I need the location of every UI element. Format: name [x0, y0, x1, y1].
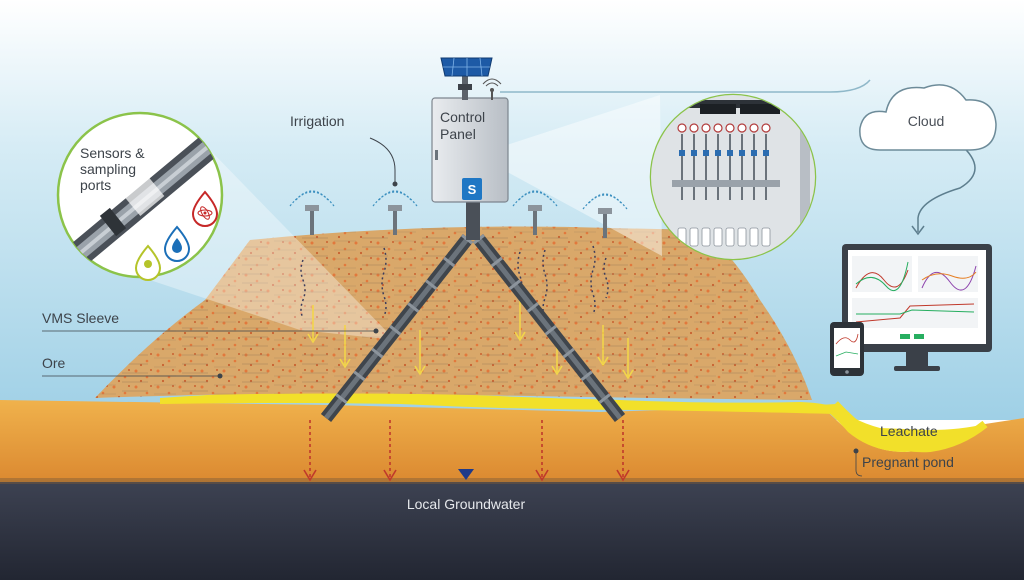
- irrigation-leader-dot: [392, 181, 398, 187]
- pregnant-pond-label: Pregnant pond: [862, 454, 954, 470]
- control-panel-mount: [466, 200, 480, 240]
- vms-sleeves: [320, 233, 626, 423]
- groundwater-boundary: [0, 478, 1024, 484]
- cloud-label: Cloud: [908, 113, 945, 129]
- control-panel-label-1: Control: [440, 109, 485, 125]
- leachate-flow: [160, 390, 840, 414]
- ore-texture-streaks: [95, 226, 812, 400]
- vms-sleeve-leader-dot: [373, 328, 379, 334]
- connection-panel-cloud: [500, 79, 871, 93]
- seepage-arrows: [303, 420, 630, 482]
- sprinkler-icon: [372, 190, 418, 235]
- solar-panel-icon: [440, 57, 493, 100]
- callout-beam-right: [476, 95, 662, 256]
- soil-layer: [0, 400, 1024, 490]
- ore-leader-dot: [217, 373, 223, 379]
- control-panel-callout: [649, 93, 817, 261]
- cloud-icon: [859, 84, 997, 151]
- control-panel-label-2: Panel: [440, 126, 476, 142]
- sensor-drop-icon: [134, 244, 162, 281]
- groundwater-layer: [0, 482, 1024, 580]
- connection-arrow-icon: [911, 225, 925, 236]
- sprinkler-icon: [512, 190, 558, 235]
- water-table-marker-icon: [458, 469, 474, 480]
- leachate-pond-edge: [832, 401, 988, 453]
- water-drop-icon: [163, 225, 191, 262]
- leachate-pond: [820, 404, 985, 452]
- sprinkler-icon: [582, 193, 628, 238]
- atom-icon: [191, 190, 219, 227]
- leachate-label: Leachate: [880, 423, 938, 439]
- vms-sleeve-label: VMS Sleeve: [42, 310, 119, 326]
- sensors-label-3: ports: [80, 177, 111, 193]
- sprinkler-icon: [289, 190, 335, 235]
- control-panel: S: [431, 97, 509, 203]
- brand-logo-icon: [462, 178, 482, 200]
- groundwater-label: Local Groundwater: [407, 496, 526, 512]
- sprinklers: [289, 190, 628, 238]
- irrigation-leader: [369, 137, 396, 182]
- irrigation-label: Irrigation: [290, 113, 344, 129]
- svg-text:S: S: [468, 182, 477, 197]
- sensors-label-2: sampling: [80, 161, 136, 177]
- ore-label: Ore: [42, 355, 66, 371]
- monitor-icon: [842, 244, 992, 371]
- sensors-label-1: Sensors &: [80, 145, 145, 161]
- pond-leader: [855, 451, 863, 477]
- connection-cloud-monitor: [917, 143, 976, 232]
- tablet-icon: [830, 322, 864, 376]
- antenna-icon: [482, 78, 502, 100]
